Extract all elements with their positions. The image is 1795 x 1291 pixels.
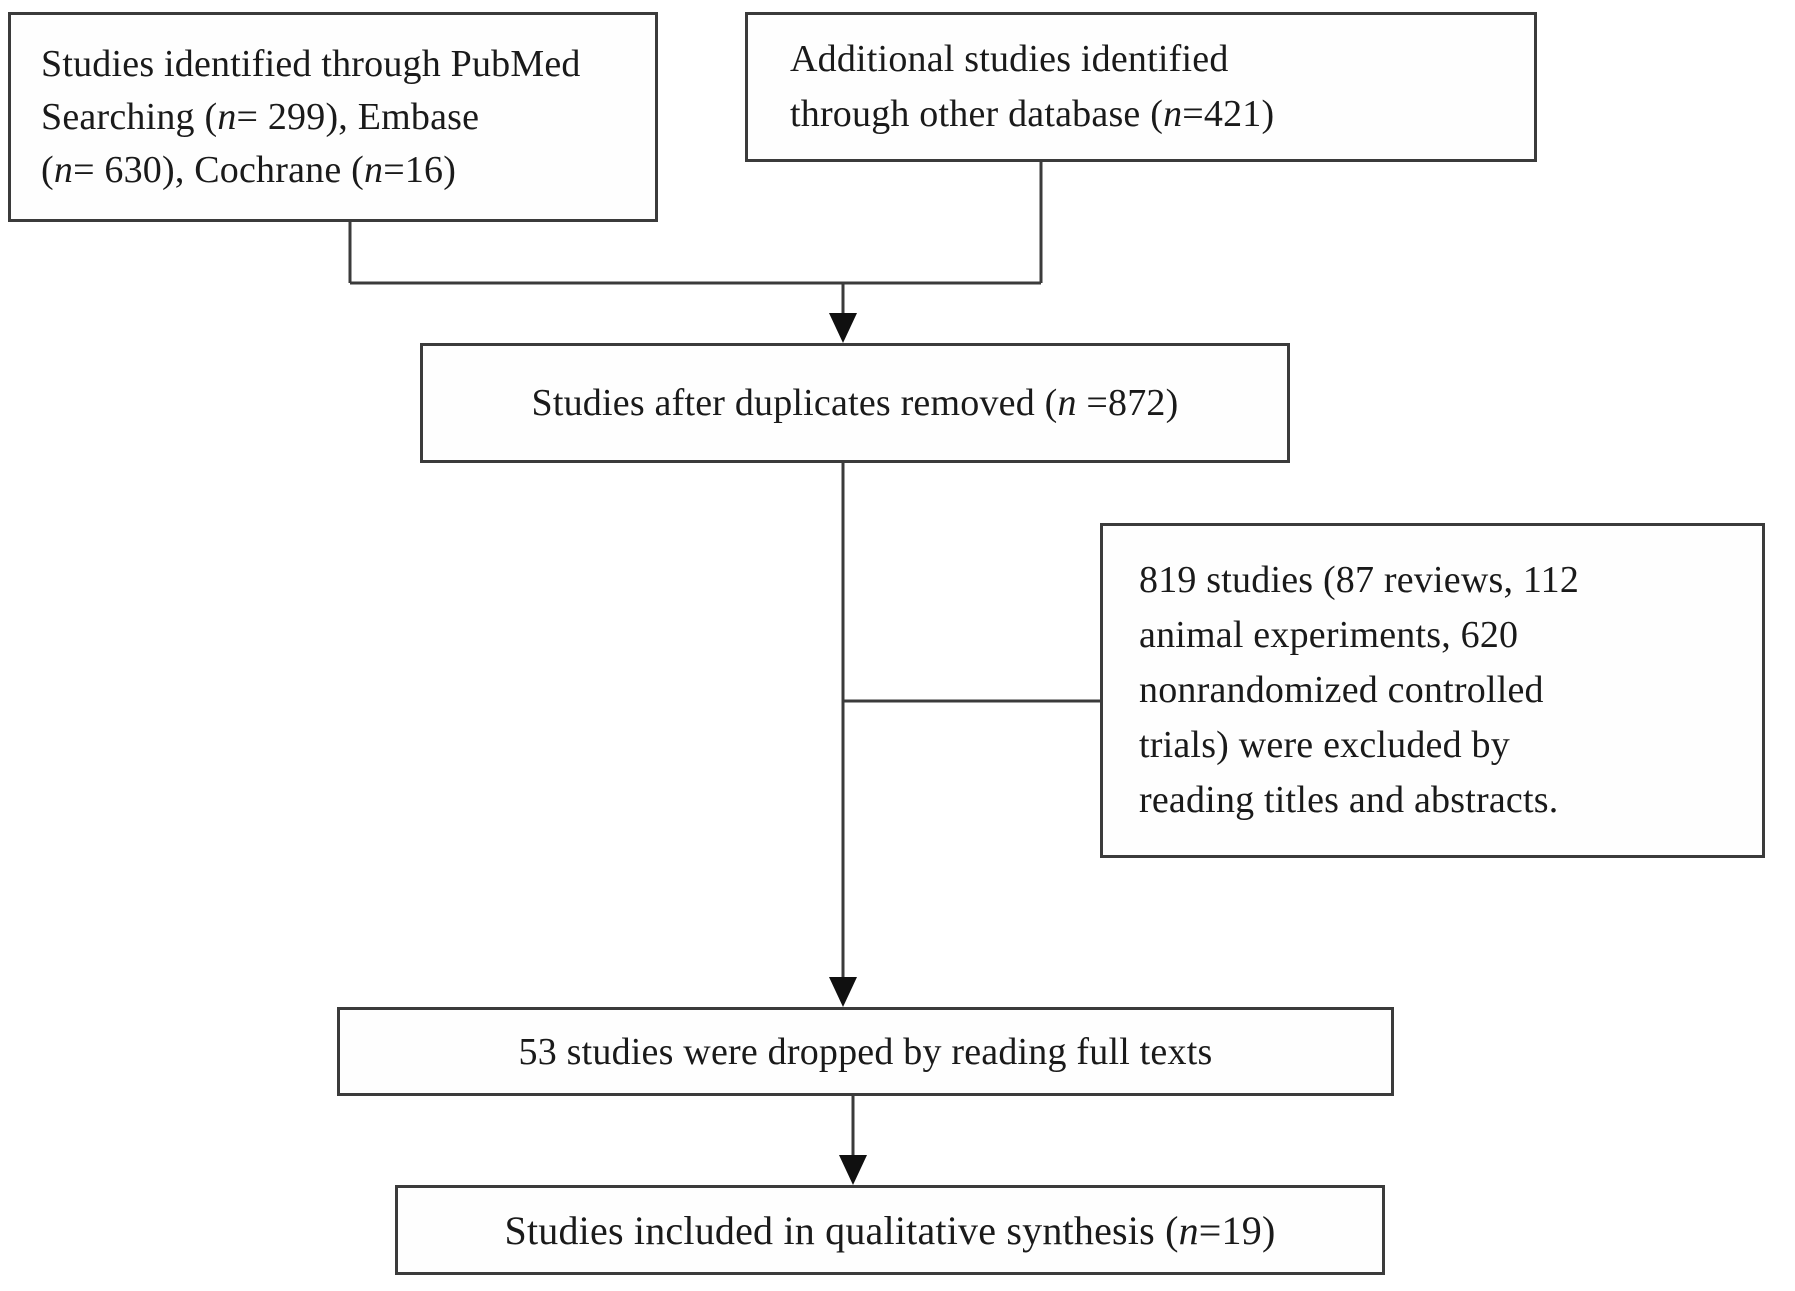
box-text-line: 819 studies (87 reviews, 112 xyxy=(1139,559,1580,601)
box-text-line: Studies included in qualitative synthesi… xyxy=(504,1207,1276,1253)
box-text-line: Searching (n= 299), Embase xyxy=(41,95,480,138)
box-text-line: animal experiments, 620 xyxy=(1139,614,1519,656)
box-additional-studies-other-database: Additional studies identified through oth… xyxy=(745,12,1537,162)
box-text-line: Studies after duplicates removed (n =872… xyxy=(531,382,1179,424)
arrowhead-to-duplicates-box xyxy=(829,313,857,343)
arrowhead-to-dropped-box xyxy=(829,977,857,1007)
box-text-line: trials) were excluded by xyxy=(1139,724,1510,766)
box-text-line: through other database (n=421) xyxy=(790,93,1275,135)
box-text-line: 53 studies were dropped by reading full … xyxy=(518,1030,1213,1073)
box-dropped-full-texts: 53 studies were dropped by reading full … xyxy=(337,1007,1394,1096)
box-included-qualitative-synthesis: Studies included in qualitative synthesi… xyxy=(395,1185,1385,1275)
box-text-line: nonrandomized controlled xyxy=(1139,669,1544,711)
box-after-duplicates-removed: Studies after duplicates removed (n =872… xyxy=(420,343,1290,463)
box-text-line: reading titles and abstracts. xyxy=(1139,779,1559,821)
box-text-line: Studies identified through PubMed xyxy=(41,42,581,85)
arrowhead-to-included-box xyxy=(839,1155,867,1185)
box-text-line: Additional studies identified xyxy=(790,38,1229,80)
box-excluded-titles-abstracts: 819 studies (87 reviews, 112 animal exper… xyxy=(1100,523,1765,858)
box-text-line: (n= 630), Cochrane (n=16) xyxy=(41,148,457,191)
